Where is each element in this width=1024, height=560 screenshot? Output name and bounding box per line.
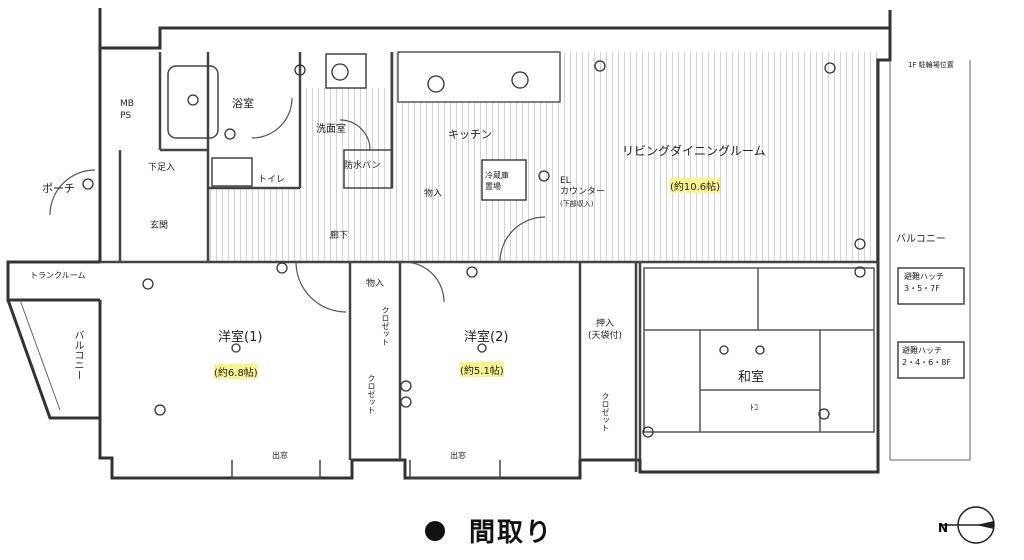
label-storage1: 物入 (424, 189, 443, 199)
hatch-upper (897, 267, 965, 305)
label-ldk-size: (約10.6帖) (670, 178, 721, 193)
label-mbps: MB PS (120, 99, 134, 121)
toilet-fixture (211, 157, 253, 187)
washroom-floor (300, 88, 392, 188)
label-hallway: 廊下 (330, 231, 349, 241)
label-fridge: 冷蔵庫 置場 (485, 171, 509, 191)
label-bath: 浴室 (232, 97, 254, 110)
bullet-icon (425, 520, 445, 541)
door-swings (49, 97, 546, 313)
bathtub (167, 65, 219, 139)
label-hatch2: 避難ハッチ 2・4・6・8F (902, 346, 951, 367)
label-closet1: クロゼット (381, 306, 390, 346)
fixture-symbols (82, 60, 866, 438)
washer-pan (343, 149, 393, 189)
hall-floor (208, 188, 393, 262)
label-entrance: 玄関 (150, 221, 169, 231)
label-counter: EL カウンター (560, 176, 606, 197)
compass-icon: N (938, 506, 995, 544)
label-western1-size: (約6.8帖) (214, 364, 258, 379)
label-closet2: クロゼット (367, 374, 376, 414)
label-trunk-room: トランクルーム (30, 271, 86, 280)
label-porch: ポーチ (42, 182, 75, 195)
label-storage2: 物入 (366, 279, 385, 289)
compass-label: N (938, 521, 948, 535)
label-waterproof-pan: 防水パン (344, 161, 381, 171)
fridge-space (481, 159, 527, 201)
label-shoe-storage: 下足入 (148, 163, 176, 173)
label-western2: 洋室(2) (464, 330, 509, 345)
label-note-top-right: 1F 駐輪場位置 (908, 61, 954, 69)
label-tokonoma: ﾄｺ (750, 403, 758, 412)
label-ldk: リビングダイニングルーム (622, 144, 766, 158)
counter (397, 51, 561, 103)
label-balcony-right: バルコニー (896, 234, 946, 245)
hatch-lower (897, 341, 965, 379)
label-balcony-left: バルコニー (72, 330, 83, 380)
label-closet3: クロゼット (601, 392, 610, 432)
label-kitchen: キッチン (448, 128, 492, 141)
label-western2-size: (約5.1帖) (460, 362, 504, 377)
label-window1: 出窓 (272, 451, 288, 460)
balcony-rails (19, 60, 971, 461)
label-counter-sub: (下部収入) (560, 200, 594, 208)
label-toilet: トイレ (258, 175, 286, 185)
label-western1: 洋室(1) (218, 330, 263, 345)
floor-plan (6, 8, 971, 480)
sink-fixture (325, 53, 367, 89)
label-hatch1: 避難ハッチ 3・5・7F (904, 272, 944, 293)
interior-walls (100, 52, 878, 472)
label-window2: 出窓 (450, 451, 466, 460)
label-japanese: 和室 (738, 370, 765, 385)
window-bays (231, 460, 501, 479)
label-washroom: 洗面室 (316, 124, 346, 135)
caption: 間取り (425, 512, 553, 549)
label-oshiire: 押入 (天袋付) (588, 319, 623, 341)
tatami-lines (643, 267, 875, 433)
caption-text: 間取り (469, 518, 554, 548)
